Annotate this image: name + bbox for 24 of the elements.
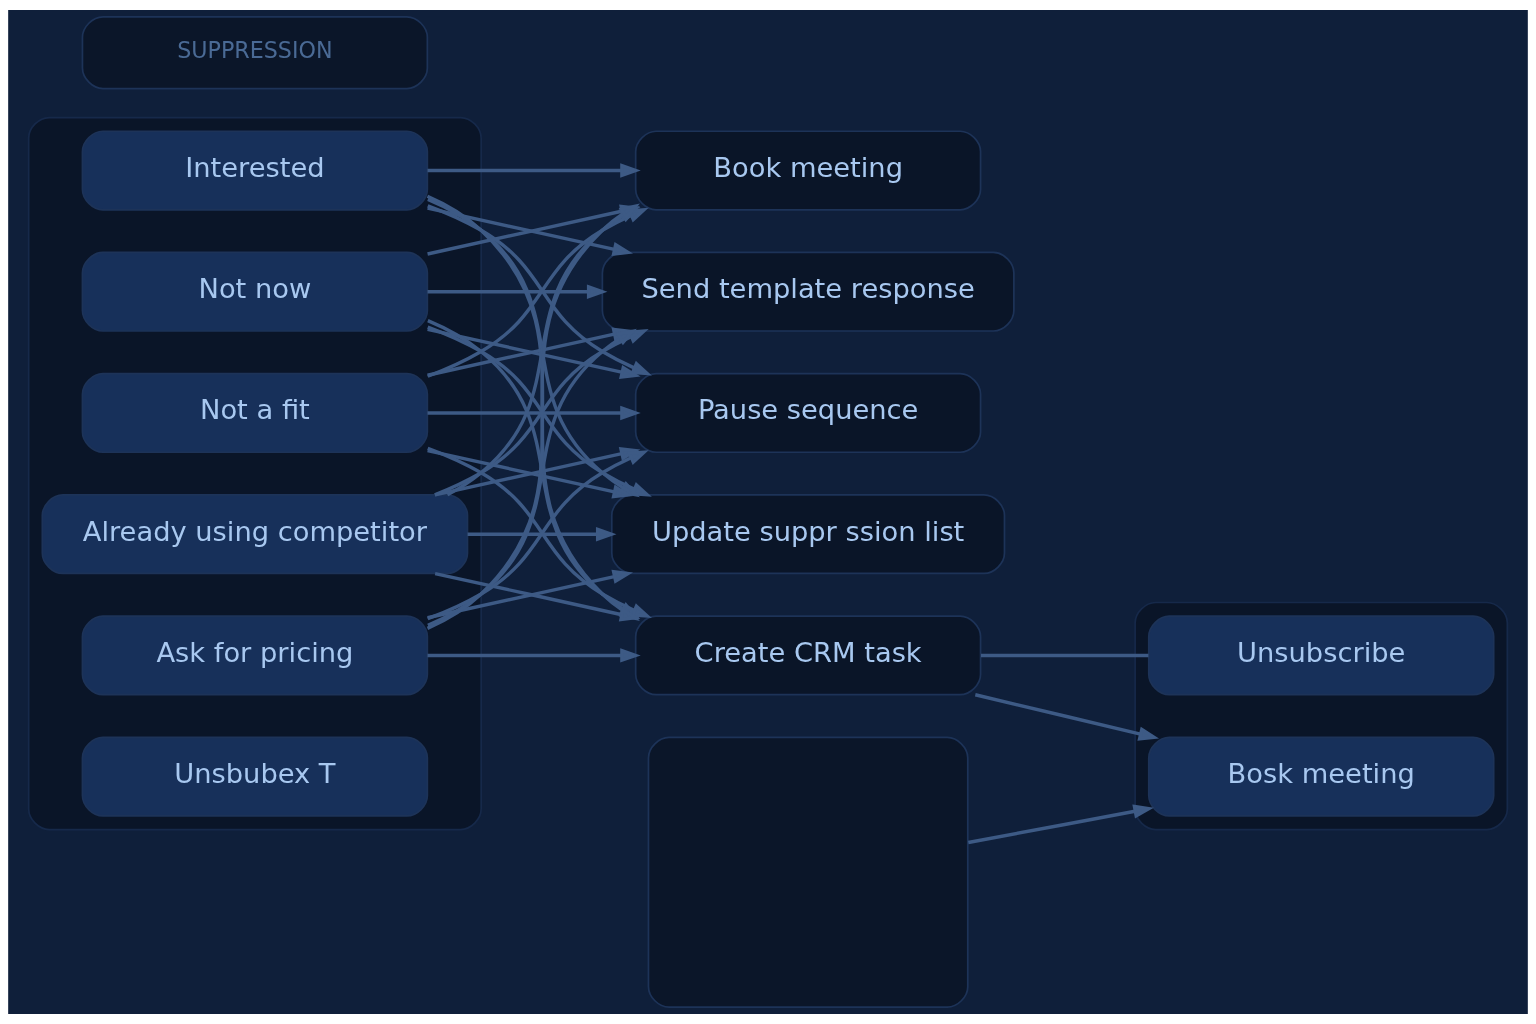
node-box: Bosk meeting	[1147, 736, 1495, 817]
connector	[980, 653, 1149, 658]
arrow	[427, 284, 608, 299]
node-box: Interested	[81, 130, 429, 211]
node-box: Update suppr ssion list	[610, 494, 1006, 575]
node-box: SUPPRESSION	[81, 15, 429, 90]
node-box: Not now	[81, 251, 429, 332]
arrow	[427, 163, 641, 178]
node-box: Ask for pricing	[81, 615, 429, 696]
node-box: Send template response	[601, 251, 1015, 332]
node-box	[647, 736, 969, 1009]
node-box: Unsubscribe	[1147, 615, 1495, 696]
node-box: Book meeting	[634, 130, 982, 211]
cluster	[27, 116, 482, 831]
node-box: Pause sequence	[634, 372, 982, 454]
node-box: Unsbubex T	[81, 736, 429, 817]
node-box: Already using competitor	[41, 494, 469, 575]
arrow	[968, 804, 1154, 845]
node-box: Not a fit	[81, 372, 429, 454]
node-box: Create CRM task	[634, 615, 982, 696]
arrow	[427, 648, 641, 663]
arrow	[467, 527, 617, 542]
arrow	[974, 693, 1159, 741]
arrow	[427, 405, 641, 421]
